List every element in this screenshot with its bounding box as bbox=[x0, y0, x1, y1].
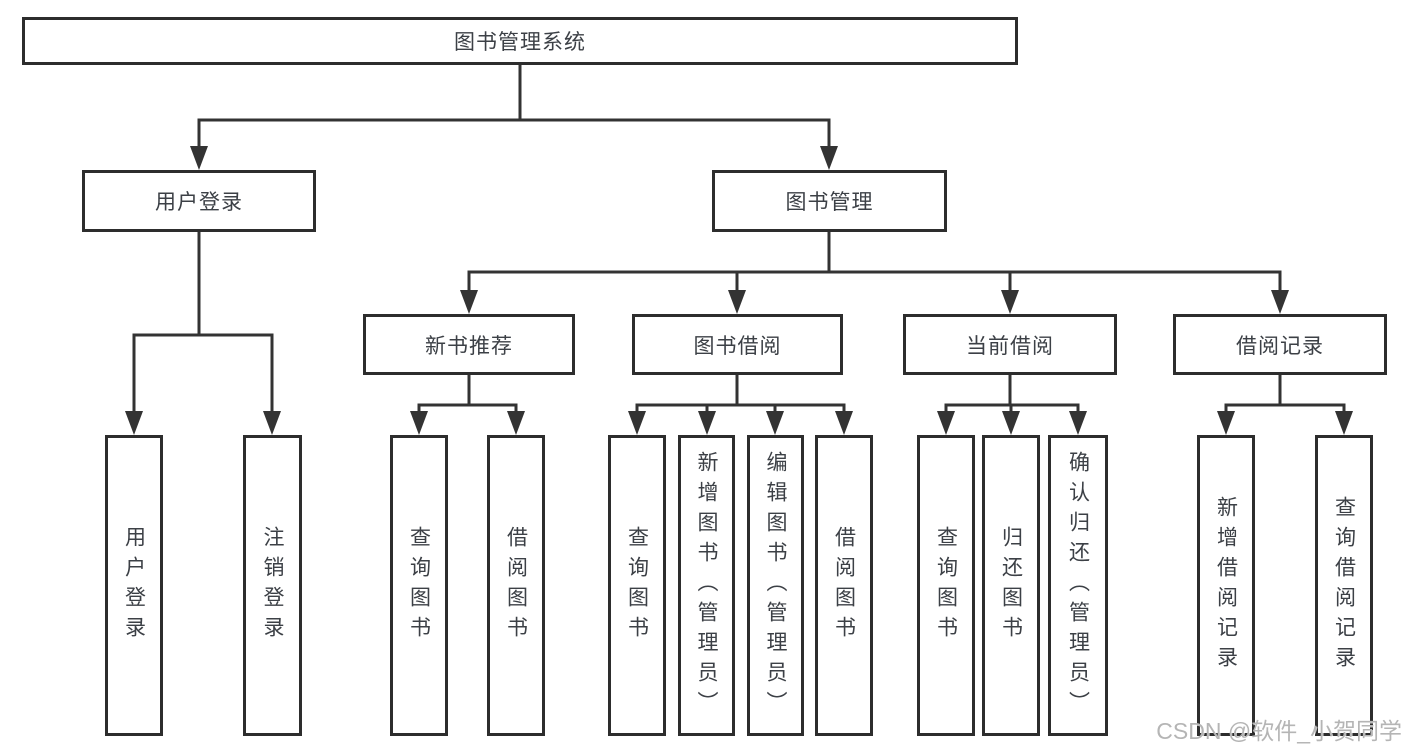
node-book-borrowing-label: 图书借阅 bbox=[693, 334, 782, 358]
connector-root-to-level2 bbox=[190, 65, 838, 170]
leaf-add-borrow-record: 新增借阅记录 bbox=[1197, 435, 1255, 736]
leaf-logout-label: 注销登录 bbox=[261, 525, 284, 646]
node-user-login-label: 用户登录 bbox=[155, 191, 243, 214]
node-current-borrowing: 当前借阅 bbox=[903, 314, 1117, 375]
leaf-query-books-2: 查询图书 bbox=[608, 435, 666, 736]
node-new-book-recommendation-label: 新书推荐 bbox=[425, 334, 513, 358]
leaf-edit-books-admin-label: 编辑图书（管理员） bbox=[764, 450, 787, 721]
leaf-query-borrow-record: 查询借阅记录 bbox=[1315, 435, 1373, 736]
leaf-query-books-3: 查询图书 bbox=[917, 435, 975, 736]
node-book-management-label: 图书管理 bbox=[785, 191, 874, 214]
leaf-return-books-label: 归还图书 bbox=[999, 525, 1023, 646]
leaf-user-login: 用户登录 bbox=[105, 435, 163, 736]
node-new-book-recommendation: 新书推荐 bbox=[363, 314, 575, 375]
leaf-borrow-books-2: 借阅图书 bbox=[815, 435, 873, 736]
node-book-borrowing: 图书借阅 bbox=[632, 314, 843, 375]
node-library-management-system: 图书管理系统 bbox=[22, 17, 1018, 65]
leaf-add-borrow-record-label: 新增借阅记录 bbox=[1214, 495, 1238, 676]
connector-book-management-to-level3 bbox=[460, 232, 1289, 314]
leaf-query-books-2-label: 查询图书 bbox=[625, 525, 649, 646]
leaf-query-borrow-record-label: 查询借阅记录 bbox=[1332, 495, 1356, 676]
leaf-query-books-3-label: 查询图书 bbox=[934, 525, 958, 646]
leaf-logout: 注销登录 bbox=[243, 435, 302, 736]
leaf-borrow-books-2-label: 借阅图书 bbox=[832, 525, 856, 646]
leaf-edit-books-admin: 编辑图书（管理员） bbox=[747, 435, 804, 736]
leaf-query-books-1: 查询图书 bbox=[390, 435, 448, 736]
node-book-management: 图书管理 bbox=[712, 170, 947, 232]
connector-current-borrowing-to-leaves bbox=[937, 375, 1087, 435]
leaf-return-books: 归还图书 bbox=[982, 435, 1040, 736]
connector-book-borrowing-to-leaves bbox=[628, 375, 853, 435]
leaf-confirm-return-admin: 确认归还（管理员） bbox=[1048, 435, 1108, 736]
leaf-borrow-books-1: 借阅图书 bbox=[487, 435, 545, 736]
node-borrowing-records: 借阅记录 bbox=[1173, 314, 1387, 375]
leaf-query-books-1-label: 查询图书 bbox=[407, 525, 431, 646]
leaf-borrow-books-1-label: 借阅图书 bbox=[504, 525, 528, 646]
leaf-user-login-label: 用户登录 bbox=[122, 525, 146, 646]
node-library-management-system-label: 图书管理系统 bbox=[454, 31, 586, 54]
node-borrowing-records-label: 借阅记录 bbox=[1236, 334, 1324, 358]
connector-borrowing-records-to-leaves bbox=[1217, 375, 1353, 435]
connector-user-login-to-leaves bbox=[125, 232, 281, 435]
connector-new-book-to-leaves bbox=[410, 375, 525, 435]
leaf-confirm-return-admin-label: 确认归还（管理员） bbox=[1066, 450, 1090, 721]
leaf-add-books-admin: 新增图书（管理员） bbox=[678, 435, 735, 736]
node-current-borrowing-label: 当前借阅 bbox=[966, 334, 1054, 358]
leaf-add-books-admin-label: 新增图书（管理员） bbox=[695, 450, 718, 721]
node-user-login: 用户登录 bbox=[82, 170, 316, 232]
